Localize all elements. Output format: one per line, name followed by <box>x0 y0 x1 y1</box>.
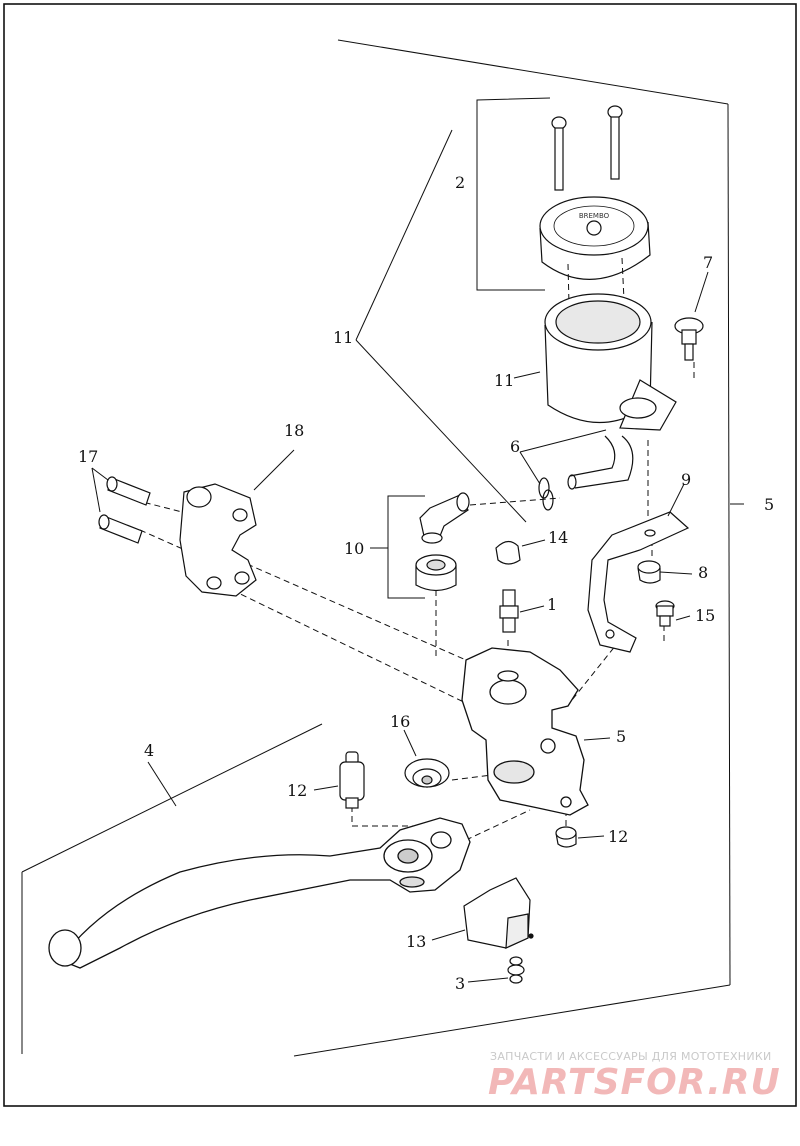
hose-clip <box>538 477 554 511</box>
bracket-2 <box>476 97 551 291</box>
reservoir-body <box>544 293 677 431</box>
brake-lever <box>48 817 471 969</box>
callout-8: 8 <box>698 563 708 582</box>
master-cylinder <box>461 647 589 816</box>
callout-12-nut: 12 <box>608 827 628 846</box>
cap-marking: BREMBO <box>579 212 610 220</box>
reservoir-screws <box>551 105 623 191</box>
handlebar-clamp <box>179 483 257 597</box>
callout-11-left: 11 <box>333 328 353 347</box>
callout-14: 14 <box>548 528 568 547</box>
callout-16: 16 <box>390 712 410 731</box>
callout-labels: 1 2 3 4 5 5 6 7 8 9 10 11 11 12 12 13 14… <box>78 173 774 993</box>
hose-6 <box>567 435 634 490</box>
screw-15 <box>655 600 675 627</box>
assembly-outline <box>21 39 731 1057</box>
callout-13: 13 <box>406 932 426 951</box>
mount-bracket <box>587 511 690 653</box>
reservoir-cap <box>539 196 651 280</box>
brake-switch <box>463 877 534 949</box>
clamp-screws <box>98 476 151 544</box>
grommet <box>415 554 457 592</box>
callout-18: 18 <box>284 421 304 440</box>
bleeder-cap <box>495 540 521 565</box>
callout-11-reservoir: 11 <box>494 371 514 390</box>
callout-6: 6 <box>510 437 520 456</box>
callout-5-body: 5 <box>616 727 626 746</box>
callout-15: 15 <box>695 606 715 625</box>
callout-10: 10 <box>344 539 364 558</box>
screw-7 <box>674 317 704 361</box>
bleeder-screw <box>499 589 519 633</box>
page-border <box>3 3 797 1107</box>
nut-12 <box>555 826 577 848</box>
callout-12-pin: 12 <box>287 781 307 800</box>
leader-lines <box>91 129 744 983</box>
nut-8 <box>637 560 661 584</box>
callout-1: 1 <box>547 595 557 614</box>
elbow-fitting <box>419 492 470 544</box>
screw-3 <box>507 956 525 984</box>
callout-9: 9 <box>681 470 691 489</box>
boot-16 <box>404 758 450 788</box>
callout-2: 2 <box>455 173 465 192</box>
callout-7: 7 <box>703 253 713 272</box>
watermark-tagline: ЗАПЧАСТИ И АКСЕССУАРЫ ДЛЯ МОТОТЕХНИКИ <box>490 1050 772 1063</box>
pivot-pin <box>339 751 365 809</box>
callout-3: 3 <box>455 974 465 993</box>
watermark-logo: PARTSFOR.RU <box>488 1062 781 1103</box>
callout-5-main: 5 <box>764 495 774 514</box>
callout-4: 4 <box>144 741 154 760</box>
bracket-10 <box>387 495 425 599</box>
callout-17: 17 <box>78 447 98 466</box>
